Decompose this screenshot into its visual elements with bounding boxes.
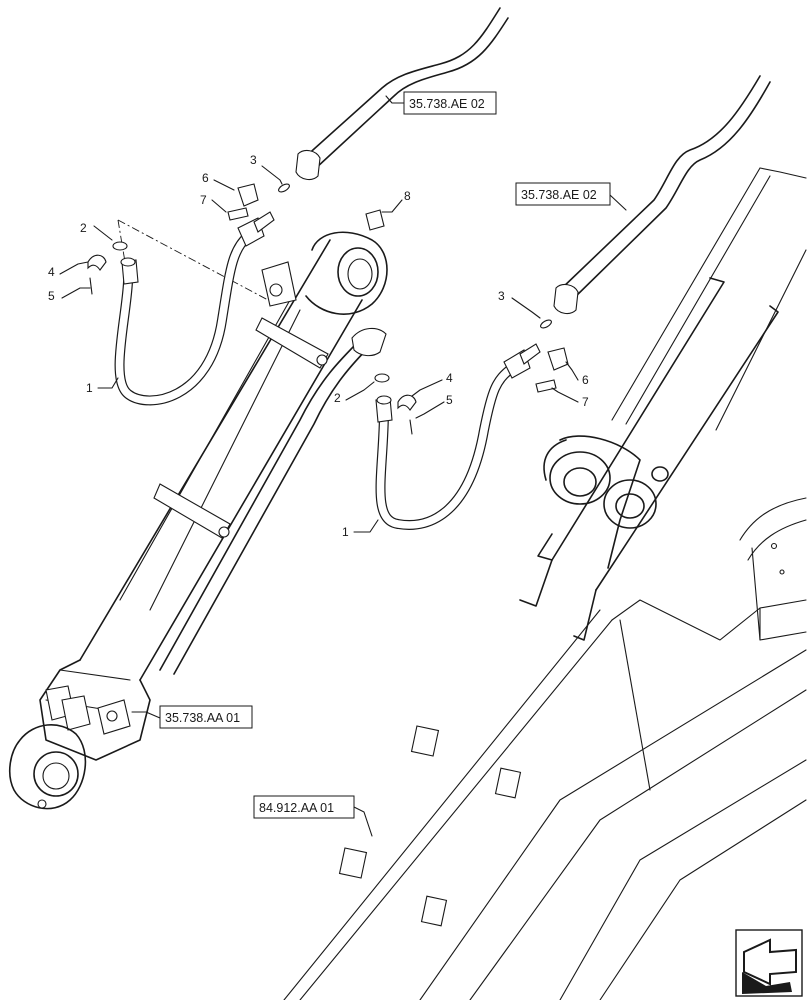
boom-structure (283, 167, 807, 1000)
ref-label-cylinder[interactable]: 35.738.AA 01 (165, 711, 240, 725)
hose-right (375, 343, 541, 530)
callout-5-left: 5 (48, 289, 55, 303)
alignment-line (117, 219, 269, 301)
leader-lines (59, 95, 627, 837)
small-parts (87, 183, 569, 435)
ref-link-right[interactable]: 35.738.AE 02 (515, 182, 611, 206)
ref-link-cylinder[interactable]: 35.738.AA 01 (159, 705, 253, 729)
callout-4-mid: 4 (446, 371, 453, 385)
callout-2-left: 2 (80, 221, 87, 235)
ref-label-top[interactable]: 35.738.AE 02 (409, 97, 485, 111)
callout-6-top: 6 (202, 171, 209, 185)
callout-4-left: 4 (48, 265, 55, 279)
callout-numbers: 3 6 7 8 2 4 5 1 3 6 7 4 5 2 1 (48, 153, 589, 539)
callout-7-right: 7 (582, 395, 589, 409)
arrow-icon[interactable] (735, 929, 803, 997)
callout-7-top: 7 (200, 193, 207, 207)
tube-lines (295, 7, 771, 315)
callout-2-mid: 2 (334, 391, 341, 405)
callout-1-mid: 1 (342, 525, 349, 539)
callout-1-left: 1 (86, 381, 93, 395)
reference-boxes: 35.738.AE 02 35.738.AE 02 35.738.AA 01 8… (159, 91, 611, 819)
ref-link-top[interactable]: 35.738.AE 02 (403, 91, 497, 115)
callout-3-top: 3 (250, 153, 257, 167)
callout-6-right: 6 (582, 373, 589, 387)
hose-left (114, 211, 275, 406)
callout-8: 8 (404, 189, 411, 203)
ref-label-boom[interactable]: 84.912.AA 01 (259, 801, 334, 815)
hydraulic-cylinder (8, 231, 388, 810)
ref-label-right[interactable]: 35.738.AE 02 (521, 188, 597, 202)
callout-3-right: 3 (498, 289, 505, 303)
callout-5-mid: 5 (446, 393, 453, 407)
ref-link-boom[interactable]: 84.912.AA 01 (253, 795, 355, 819)
